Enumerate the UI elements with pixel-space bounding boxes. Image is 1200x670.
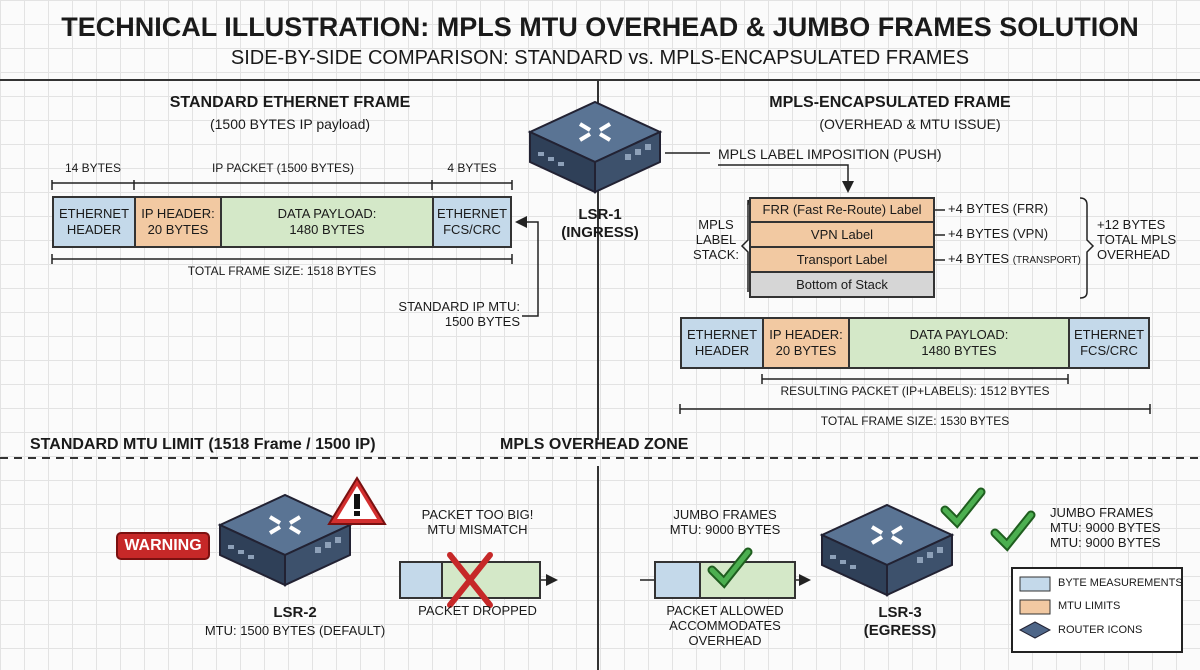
- standard-title: STANDARD ETHERNET FRAME: [169, 94, 411, 111]
- resulting-packet: RESULTING PACKET (IP+LABELS): 1512 BYTES: [780, 384, 1050, 398]
- ip-header-cell: IP HEADER: 20 BYTES: [134, 196, 222, 248]
- lsr1-name: LSR-1: [578, 206, 622, 223]
- lsr3-role: (EGRESS): [863, 622, 937, 639]
- mpls-total: TOTAL FRAME SIZE: 1530 BYTES: [820, 414, 1010, 428]
- mpls-subtitle: (OVERHEAD & MTU ISSUE): [819, 116, 1001, 132]
- mpls-ip-header-cell: IP HEADER: 20 BYTES: [762, 317, 850, 369]
- lsr2-name: LSR-2: [273, 604, 317, 621]
- transport-bytes-value: +4 BYTES: [948, 251, 1010, 266]
- legend-router-icon: [1018, 621, 1052, 639]
- total-overhead: +12 BYTES TOTAL MPLS OVERHEAD: [1097, 217, 1177, 262]
- legend-byte-measurements: BYTE MEASUREMENTS: [1058, 577, 1183, 589]
- page-title: TECHNICAL ILLUSTRATION: MPLS MTU OVERHEA…: [61, 12, 1139, 42]
- standard-subtitle: (1500 BYTES IP payload): [209, 116, 371, 132]
- jumbo-top-label: JUMBO FRAMES MTU: 9000 BYTES: [669, 507, 781, 537]
- vpn-bytes: +4 BYTES (VPN): [948, 226, 1049, 241]
- allowed-label: PACKET ALLOWED ACCOMMODATES OVERHEAD: [666, 603, 784, 648]
- zone-left-label: STANDARD MTU LIMIT (1518 Frame / 1500 IP…: [30, 436, 376, 453]
- warning-triangle-icon: [327, 476, 387, 525]
- fcs-cell: ETHERNET FCS/CRC: [432, 196, 512, 248]
- packet-dropped-bar: [399, 552, 541, 608]
- transport-bytes: +4 BYTES (TRANSPORT): [948, 251, 1081, 267]
- lsr1-router-icon: [528, 100, 662, 194]
- check-icon: [995, 515, 1031, 545]
- payload-cell: DATA PAYLOAD: 1480 BYTES: [220, 196, 434, 248]
- standard-total: TOTAL FRAME SIZE: 1518 BYTES: [187, 264, 377, 278]
- lsr3-note: JUMBO FRAMES MTU: 9000 BYTES MTU: 9000 B…: [1050, 505, 1161, 550]
- legend-mtu-limits: MTU LIMITS: [1058, 600, 1121, 612]
- x-mark-icon: [447, 552, 493, 608]
- measure-header: 14 BYTES: [64, 161, 122, 175]
- vpn-label: VPN Label: [749, 221, 935, 248]
- bottom-of-stack: Bottom of Stack: [749, 271, 935, 298]
- mpls-fcs-cell: ETHERNET FCS/CRC: [1068, 317, 1150, 369]
- stack-label: MPLS LABEL STACK:: [693, 217, 739, 262]
- dropped-label: PACKET DROPPED: [418, 603, 537, 618]
- eth-header-cell: ETHERNET HEADER: [52, 196, 136, 248]
- frr-label: FRR (Fast Re-Route) Label: [749, 197, 935, 223]
- push-label: MPLS LABEL IMPOSITION (PUSH): [718, 146, 942, 162]
- mpls-payload-cell: DATA PAYLOAD: 1480 BYTES: [848, 317, 1070, 369]
- lsr2-mtu: MTU: 1500 BYTES (DEFAULT): [204, 623, 386, 638]
- warning-badge: WARNING: [116, 532, 210, 560]
- page-subtitle: SIDE-BY-SIDE COMPARISON: STANDARD vs. MP…: [230, 47, 970, 69]
- legend-router-icons: ROUTER ICONS: [1058, 624, 1143, 636]
- frr-bytes: +4 BYTES (FRR): [948, 201, 1049, 216]
- transport-label: Transport Label: [749, 246, 935, 273]
- standard-mtu-note: STANDARD IP MTU: 1500 BYTES: [398, 299, 520, 329]
- zone-right-label: MPLS OVERHEAD ZONE: [500, 436, 689, 453]
- mpls-eth-header-cell: ETHERNET HEADER: [680, 317, 764, 369]
- check-icon: [945, 492, 981, 522]
- lsr2-router-icon: [218, 493, 352, 587]
- too-big-label: PACKET TOO BIG! MTU MISMATCH: [421, 507, 534, 537]
- transport-suffix: (TRANSPORT): [1012, 255, 1081, 266]
- lsr3-name: LSR-3: [878, 604, 922, 621]
- mpls-title: MPLS-ENCAPSULATED FRAME: [769, 94, 1011, 111]
- measure-fcs: 4 BYTES: [447, 161, 497, 175]
- lsr1-role: (INGRESS): [561, 224, 639, 241]
- lsr3-router-icon: [820, 503, 954, 597]
- measure-ip: IP PACKET (1500 BYTES): [211, 161, 355, 175]
